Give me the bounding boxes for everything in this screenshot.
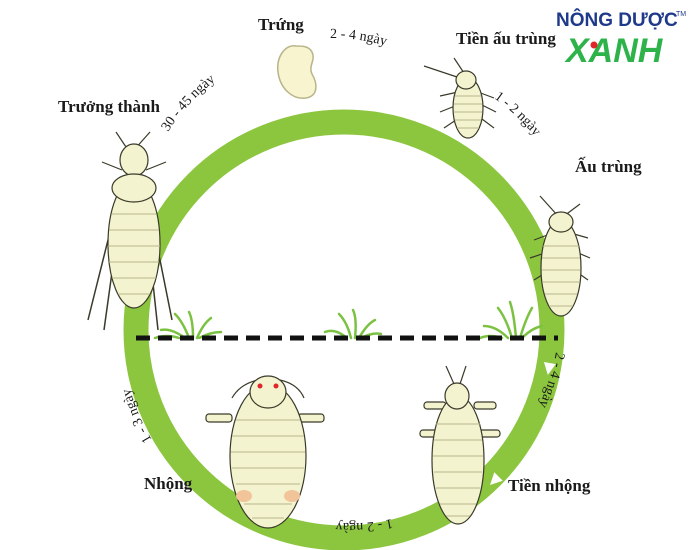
larva-insect-icon [529, 195, 591, 317]
prepupa-insect-icon [419, 365, 501, 525]
brand-dot-icon [590, 41, 598, 49]
direction-arrow-icon [376, 63, 390, 76]
direction-arrows [170, 63, 556, 495]
brand-logo: NÔNG DƯỢC TM XANH [556, 9, 686, 70]
adult-thrips-icon [87, 131, 173, 331]
brand-trademark: TM [676, 11, 686, 18]
life-cycle-ring [123, 109, 565, 550]
duration-egg-to-prelarva: 2 - 4 ngày [330, 27, 389, 49]
stage-label-pupa: Nhộng [144, 474, 193, 493]
direction-arrow-icon [543, 362, 556, 375]
stage-label-prelarva: Tiền ấu trùng [456, 29, 556, 48]
direction-arrow-icon [516, 158, 528, 172]
direction-arrow-icon [205, 106, 218, 120]
grass-icon [153, 300, 544, 340]
stage-label-adult: Trưởng thành [58, 97, 161, 116]
pupa-insect-icon [205, 375, 325, 529]
brand-line2: XANH [564, 32, 664, 70]
duration-prelarva-to-larva: 1 - 2 ngày [492, 89, 544, 139]
egg-icon [277, 45, 317, 99]
stage-label-prepupa: Tiền nhộng [508, 476, 591, 495]
direction-arrow-icon [490, 472, 503, 485]
direction-arrow-icon [433, 83, 448, 95]
brand-line1: NÔNG DƯỢC [556, 9, 678, 31]
direction-arrow-icon [170, 397, 182, 412]
duration-adult-to-egg: 30 - 45 ngày [159, 72, 218, 134]
stage-label-larva: Ấu trùng [575, 157, 642, 176]
stage-label-egg: Trứng [258, 15, 304, 34]
prelarva-insect-icon [423, 57, 497, 139]
duration-prepupa-to-pupa: 1 - 2 ngày [335, 515, 394, 534]
